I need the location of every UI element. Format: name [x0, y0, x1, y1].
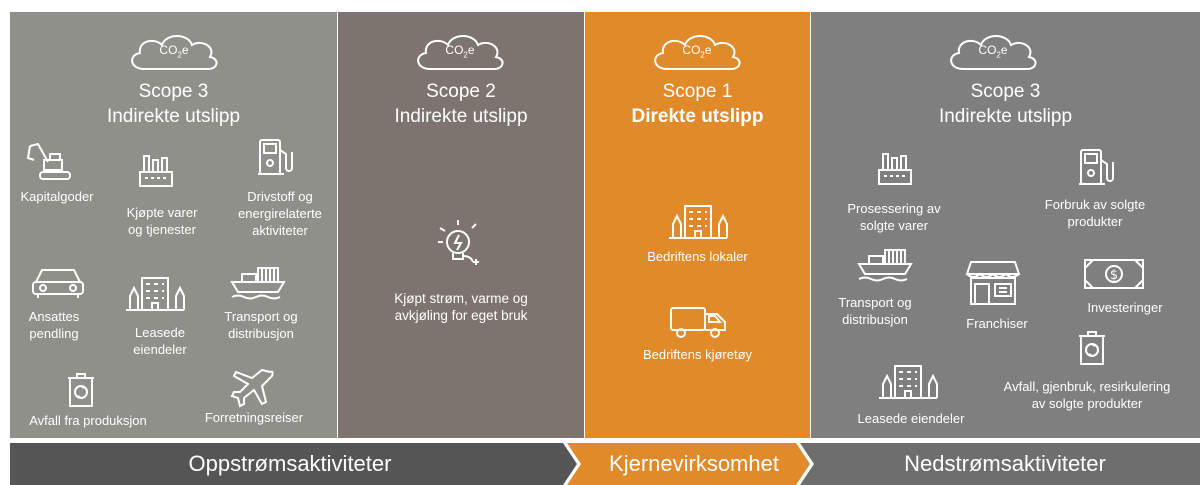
- excavator-icon: [26, 142, 74, 182]
- avfall-fra-produksjon-label: Avfall fra produksjon: [29, 413, 147, 428]
- drivstoff-label: Drivstoff og energirelaterte aktiviteter: [238, 189, 322, 238]
- fuel-pump-icon: [256, 136, 294, 180]
- ansattes-pendling-label: Ansattes pendling: [28, 309, 80, 341]
- airplane-icon: [228, 368, 276, 408]
- forretningsreiser-label: Forretningsreiser: [204, 410, 304, 425]
- scope-title: Scope 1: [662, 81, 733, 102]
- scope-title: Scope 2: [426, 81, 496, 102]
- truck-icon: [669, 304, 729, 340]
- upstream-label: Oppstrømsaktiviteter: [188, 451, 392, 476]
- svg-text:$: $: [1110, 268, 1118, 283]
- forbruk-label: Forbruk av solgte produkter: [1044, 197, 1146, 229]
- value-chain-arrows: [10, 443, 1200, 485]
- office-building-icon: [877, 362, 939, 402]
- recycle-bin-icon: [1075, 328, 1109, 368]
- downstream-scope3-panel: CO2e Scope 3 Indirekte utslipp Prosesser…: [811, 12, 1200, 438]
- core-label: Kjernevirksomhet: [609, 451, 779, 476]
- downstream-label: Nedstrømsaktiviteter: [904, 451, 1106, 476]
- transport-label: Transport og distribusjon: [224, 309, 298, 341]
- scope-subtitle: Indirekte utslipp: [106, 106, 241, 127]
- factory-icon: [875, 148, 915, 188]
- investeringer-label: Investeringer: [1087, 300, 1163, 315]
- value-chain-bar: Oppstrømsaktiviteter Kjernevirksomhet Ne…: [10, 443, 1200, 485]
- transport-label: Transport og distribusjon: [838, 295, 912, 327]
- bedriftens-kjoretoy-label: Bedriftens kjøretøy: [642, 347, 753, 362]
- recycle-bin-icon: [64, 370, 98, 410]
- leasede-eiendeler-label: Leasede eiendeler: [857, 411, 965, 426]
- co2e-label: CO2e: [682, 43, 712, 60]
- cloud-icon: CO2e: [645, 29, 749, 75]
- scope-subtitle: Indirekte utslipp: [938, 106, 1073, 127]
- leasede-eiendeler-label: Leasede eiendeler: [133, 325, 187, 357]
- bedriftens-lokaler-label: Bedriftens lokaler: [647, 249, 748, 264]
- cargo-ship-icon: [855, 246, 915, 282]
- upstream-scope3-panel: CO2e Scope 3 Indirekte utslipp Kapitalgo…: [10, 12, 337, 438]
- co2e-label: CO2e: [978, 43, 1008, 60]
- cloud-icon: CO2e: [941, 29, 1045, 75]
- kjopte-varer-label: Kjøpte varer og tjenester: [126, 205, 198, 237]
- cloud-icon: CO2e: [122, 29, 226, 75]
- fuel-pump-icon: [1077, 146, 1115, 190]
- prosessering-label: Prosessering av solgte varer: [847, 201, 941, 233]
- scope-title: Scope 3: [138, 81, 209, 102]
- office-building-icon: [667, 202, 729, 242]
- lightbulb-plug-icon: [436, 218, 486, 270]
- avfall-gjenbruk-label: Avfall, gjenbruk, resirkulering av solgt…: [1003, 379, 1171, 411]
- storefront-icon: [965, 258, 1021, 308]
- car-icon: [30, 264, 86, 300]
- scope-title: Scope 3: [970, 81, 1041, 102]
- co2e-label: CO2e: [159, 43, 189, 60]
- co2e-label: CO2e: [445, 43, 475, 60]
- office-building-icon: [124, 274, 186, 314]
- scope-subtitle: Direkte utslipp: [631, 106, 764, 127]
- cargo-ship-icon: [228, 264, 288, 300]
- kapitalgoder-label: Kapitalgoder: [20, 189, 94, 204]
- cloud-icon: CO2e: [408, 29, 512, 75]
- scope-subtitle: Indirekte utslipp: [394, 106, 528, 127]
- kjopt-strom-label: Kjøpt strøm, varme og avkjøling for eget…: [394, 291, 528, 323]
- scope2-panel: CO2e Scope 2 Indirekte utslipp Kjøpt str…: [338, 12, 584, 438]
- factory-icon: [136, 150, 176, 190]
- scope1-panel: CO2e Scope 1 Direkte utslipp Bedriftens …: [585, 12, 810, 438]
- banknote-icon: $: [1083, 258, 1145, 290]
- franchiser-label: Franchiser: [966, 316, 1028, 331]
